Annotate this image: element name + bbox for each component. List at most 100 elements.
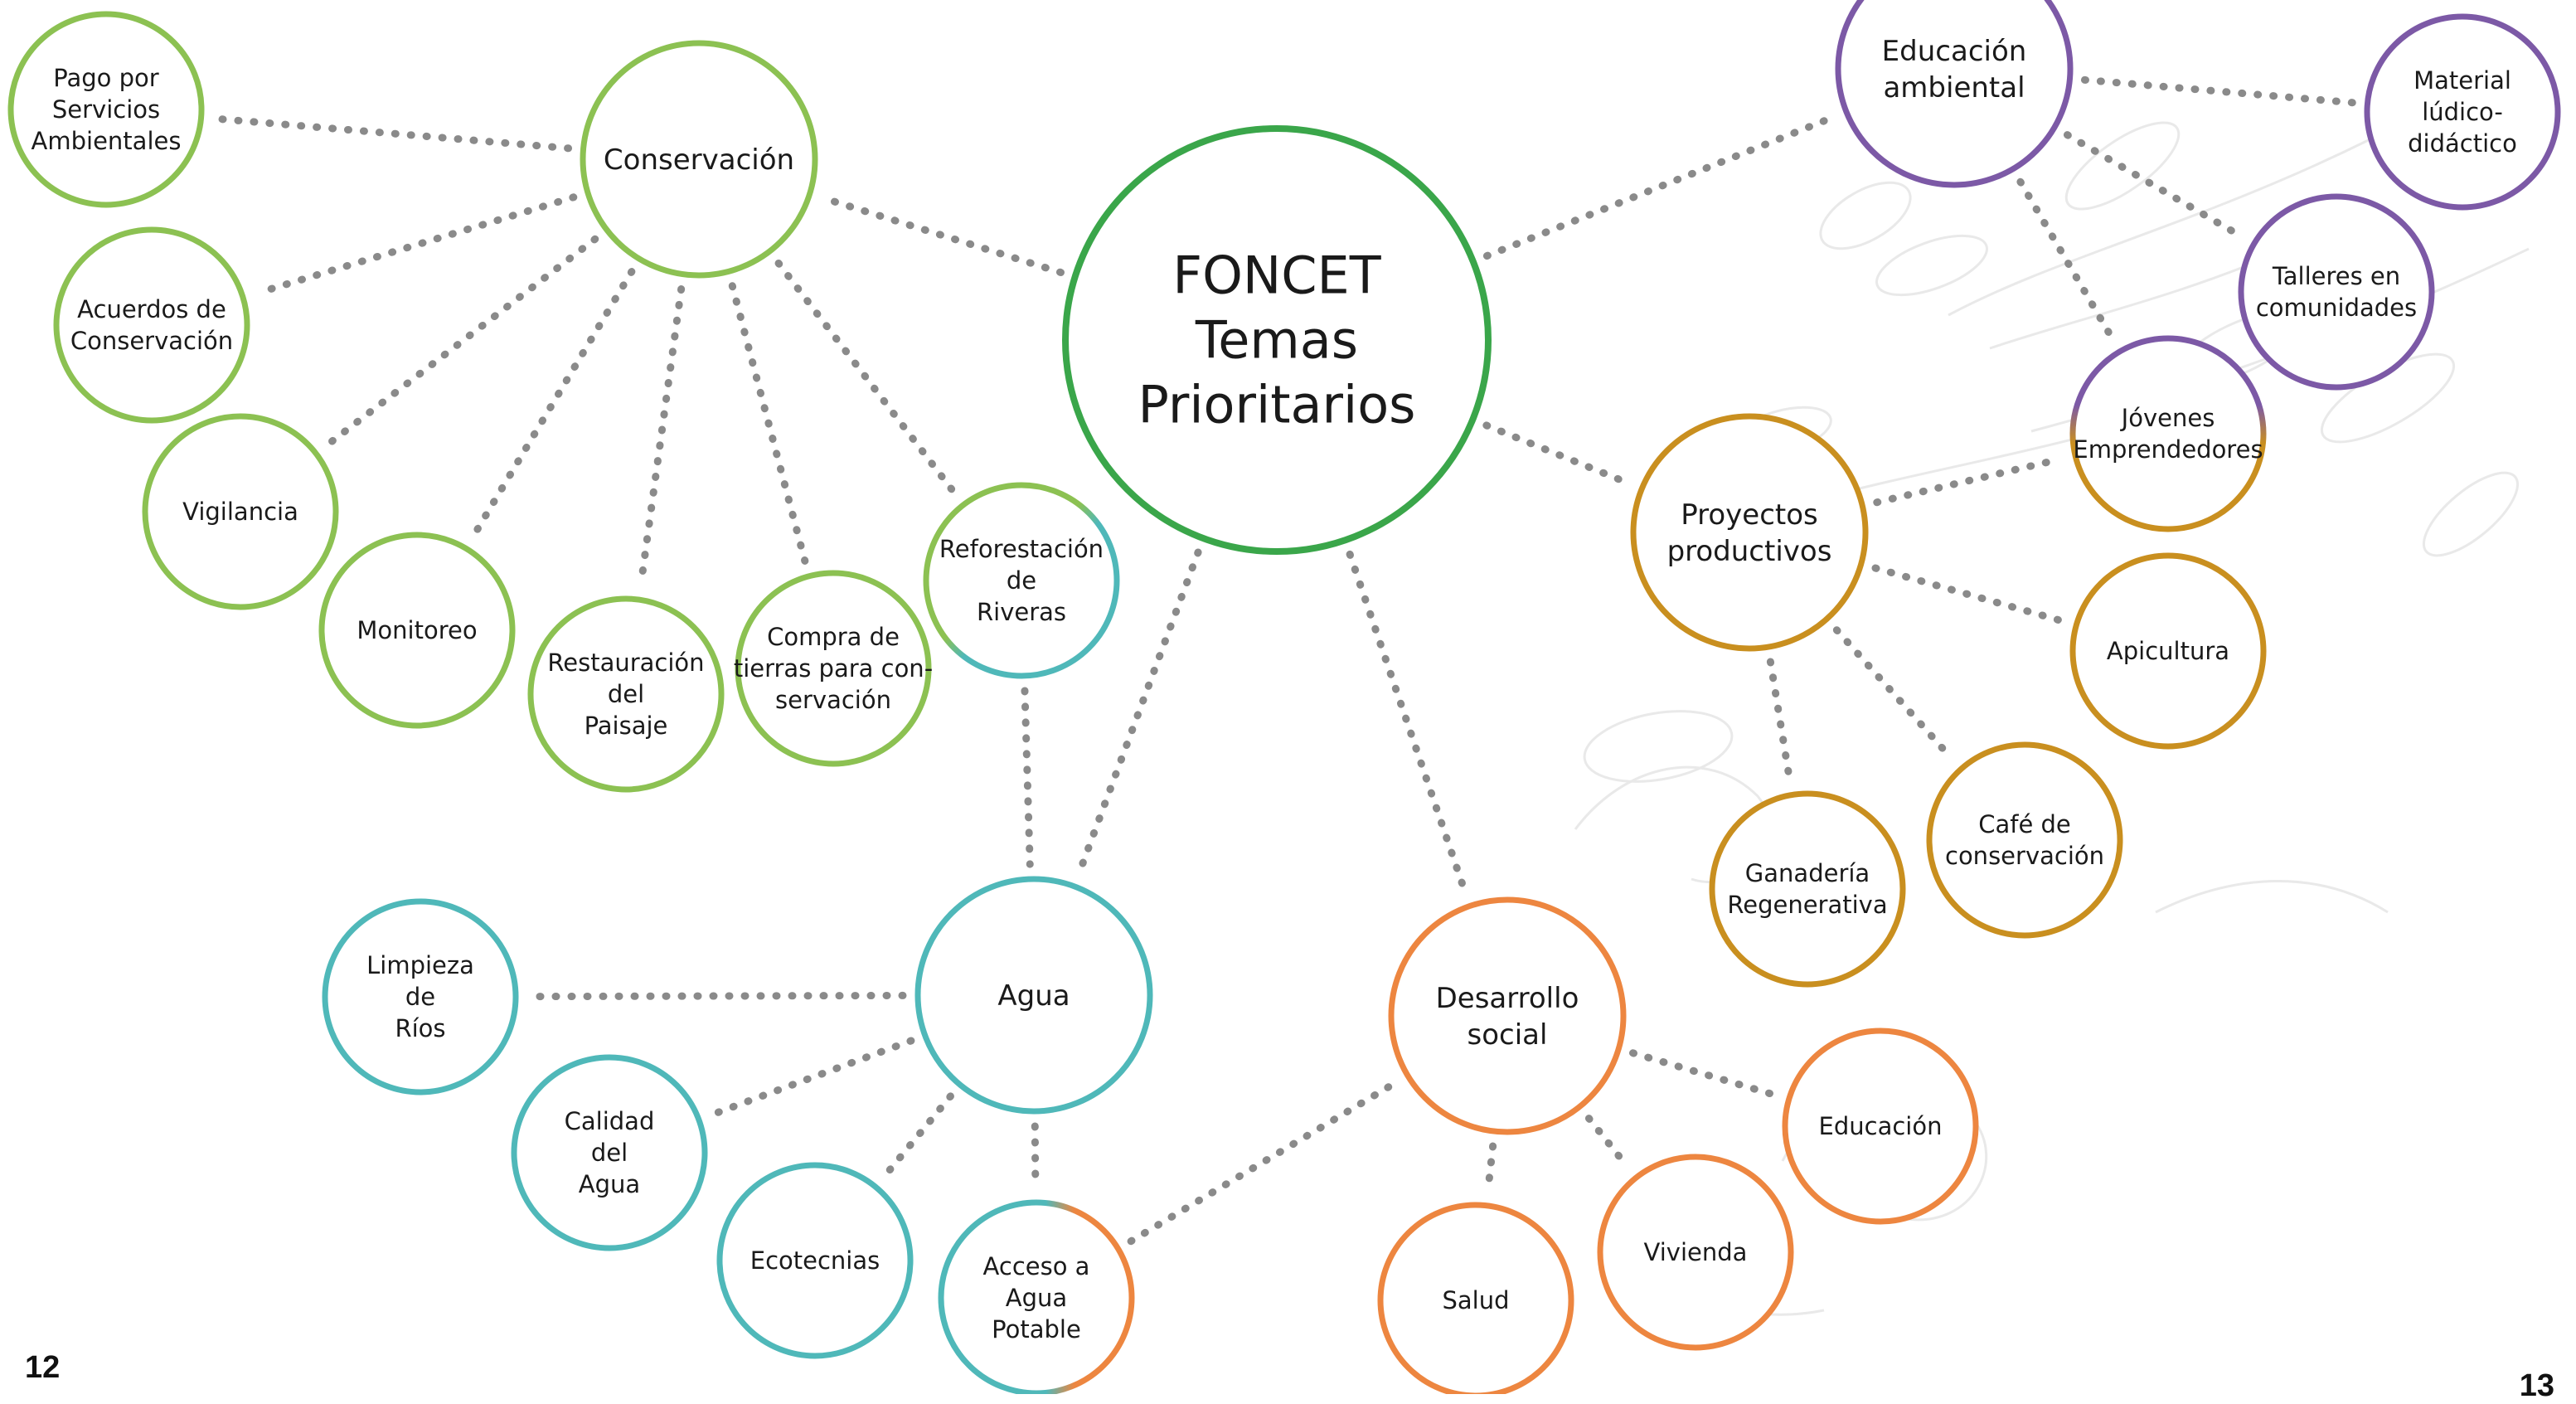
node-compra: Compra de tierras para con-servación	[734, 570, 933, 767]
page-number-left: 12	[25, 1350, 61, 1385]
node-circle-agua	[914, 876, 1153, 1115]
connector-educacion_amb-jovenes	[2016, 177, 2117, 342]
node-talleres: Talleres en comunidades	[2238, 193, 2435, 391]
node-label-center-2: Temas	[1195, 310, 1358, 371]
connector-conservacion-vigilancia	[323, 235, 599, 449]
node-circle-cafe	[1926, 741, 2123, 939]
node-label-acuerdos-2: Conservación	[70, 327, 233, 355]
node-circle-acceso	[938, 1199, 1135, 1394]
connector-agua-calidad	[709, 1037, 915, 1119]
node-label-restauracion-3: Paisaje	[585, 712, 668, 740]
node-circle-pago	[7, 11, 205, 208]
node-label-ecotecnias-1: Ecotecnias	[750, 1246, 880, 1275]
node-label-cafe-2: conservación	[1945, 842, 2104, 870]
node-salud: Salud	[1377, 1202, 1574, 1394]
node-circle-educacion_amb	[1835, 0, 2074, 188]
node-label-ganaderia-2: Regenerativa	[1727, 891, 1887, 919]
node-circle-material	[2364, 13, 2561, 211]
node-label-productivos-2: productivos	[1667, 535, 1832, 568]
node-label-compra-2: tierras para con-	[734, 654, 933, 683]
node-label-limpieza-1: Limpieza	[366, 951, 474, 979]
node-material: Material lúdico-didáctico	[2364, 13, 2561, 211]
node-label-material-1: Material	[2413, 66, 2511, 95]
node-label-apicultura-1: Apicultura	[2107, 637, 2229, 665]
node-circle-apicultura	[2069, 552, 2267, 750]
node-label-monitoreo-1: Monitoreo	[357, 616, 477, 644]
connector-conservacion-pago	[212, 114, 573, 153]
node-label-compra-3: servación	[775, 686, 891, 714]
connector-conservacion-reforestacion	[774, 259, 958, 497]
node-label-material-2: lúdico-	[2422, 98, 2503, 126]
connector-conservacion-compra	[728, 282, 809, 566]
node-ecotecnias: Ecotecnias	[716, 1162, 914, 1359]
node-label-pago-2: Servicios	[52, 95, 160, 124]
node-label-acuerdos-1: Acuerdos de	[77, 295, 226, 323]
node-label-jovenes-2: Emprendedores	[2073, 435, 2263, 464]
node-circle-restauracion	[527, 595, 725, 793]
node-circle-vigilancia	[142, 413, 339, 610]
node-monitoreo: Monitoreo	[318, 532, 516, 729]
node-label-acceso-3: Potable	[992, 1315, 1081, 1343]
connector-acceso-desarrollo	[1127, 1079, 1399, 1246]
node-circle-compra	[735, 570, 932, 767]
node-label-calidad-2: del	[591, 1139, 628, 1167]
connector-center-educacion_amb	[1482, 114, 1836, 260]
node-acuerdos: Acuerdos de Conservación	[53, 226, 250, 424]
node-circle-reforestacion	[923, 482, 1120, 679]
connector-conservacion-monitoreo	[469, 268, 636, 540]
node-circle-limpieza	[322, 898, 519, 1096]
node-educacion: Educación	[1782, 1027, 1979, 1225]
node-circle-salud	[1377, 1202, 1574, 1394]
node-vivienda: Vivienda	[1597, 1154, 1794, 1351]
node-label-educacion_amb-1: Educación	[1882, 35, 2027, 68]
node-apicultura: Apicultura	[2069, 552, 2267, 750]
node-label-acceso-1: Acceso a	[983, 1252, 1090, 1280]
connector-productivos-apicultura	[1871, 564, 2066, 625]
node-circle-ecotecnias	[716, 1162, 914, 1359]
node-label-compra-1: Compra de	[767, 623, 900, 651]
node-label-desarrollo-1: Desarrollo	[1436, 982, 1579, 1015]
connector-center-desarrollo	[1346, 550, 1469, 896]
node-label-conservacion-1: Conservación	[604, 143, 794, 177]
node-circle-educacion	[1782, 1027, 1979, 1225]
connector-productivos-cafe	[1832, 626, 1955, 762]
node-label-calidad-1: Calidad	[565, 1107, 655, 1135]
node-circle-conservacion	[580, 40, 818, 279]
connector-agua-limpieza	[526, 991, 907, 1001]
node-circle-talleres	[2238, 193, 2435, 391]
node-circle-monitoreo	[318, 532, 516, 729]
node-label-material-3: didáctico	[2408, 129, 2517, 158]
node-label-educacion-1: Educación	[1819, 1112, 1943, 1140]
connector-lines	[212, 75, 2356, 1246]
connector-agua-acceso	[1031, 1122, 1040, 1192]
node-conservacion: Conservación	[580, 40, 818, 279]
node-circle-center	[1062, 125, 1492, 555]
node-label-salud-1: Salud	[1442, 1286, 1509, 1314]
connector-center-conservacion	[820, 194, 1065, 277]
node-label-vigilancia-1: Vigilancia	[182, 498, 298, 526]
node-circle-acuerdos	[53, 226, 250, 424]
node-label-talleres-1: Talleres en	[2272, 262, 2400, 290]
node-label-educacion_amb-2: ambiental	[1883, 71, 2025, 104]
node-label-vivienda-1: Vivienda	[1644, 1238, 1748, 1266]
node-label-talleres-2: comunidades	[2256, 294, 2417, 322]
node-circle-jovenes	[2069, 335, 2267, 532]
connector-desarrollo-educacion	[1629, 1049, 1778, 1099]
node-label-desarrollo-2: social	[1467, 1018, 1548, 1052]
page-number-right: 13	[2519, 1368, 2554, 1403]
node-circle-calidad	[511, 1054, 708, 1251]
node-label-calidad-3: Agua	[579, 1170, 640, 1198]
node-circle-desarrollo	[1388, 896, 1627, 1135]
node-label-agua-1: Agua	[997, 979, 1070, 1013]
node-label-center-3: Prioritarios	[1138, 375, 1416, 435]
node-label-cafe-1: Café de	[1978, 810, 2071, 838]
connector-center-agua	[1075, 548, 1202, 877]
